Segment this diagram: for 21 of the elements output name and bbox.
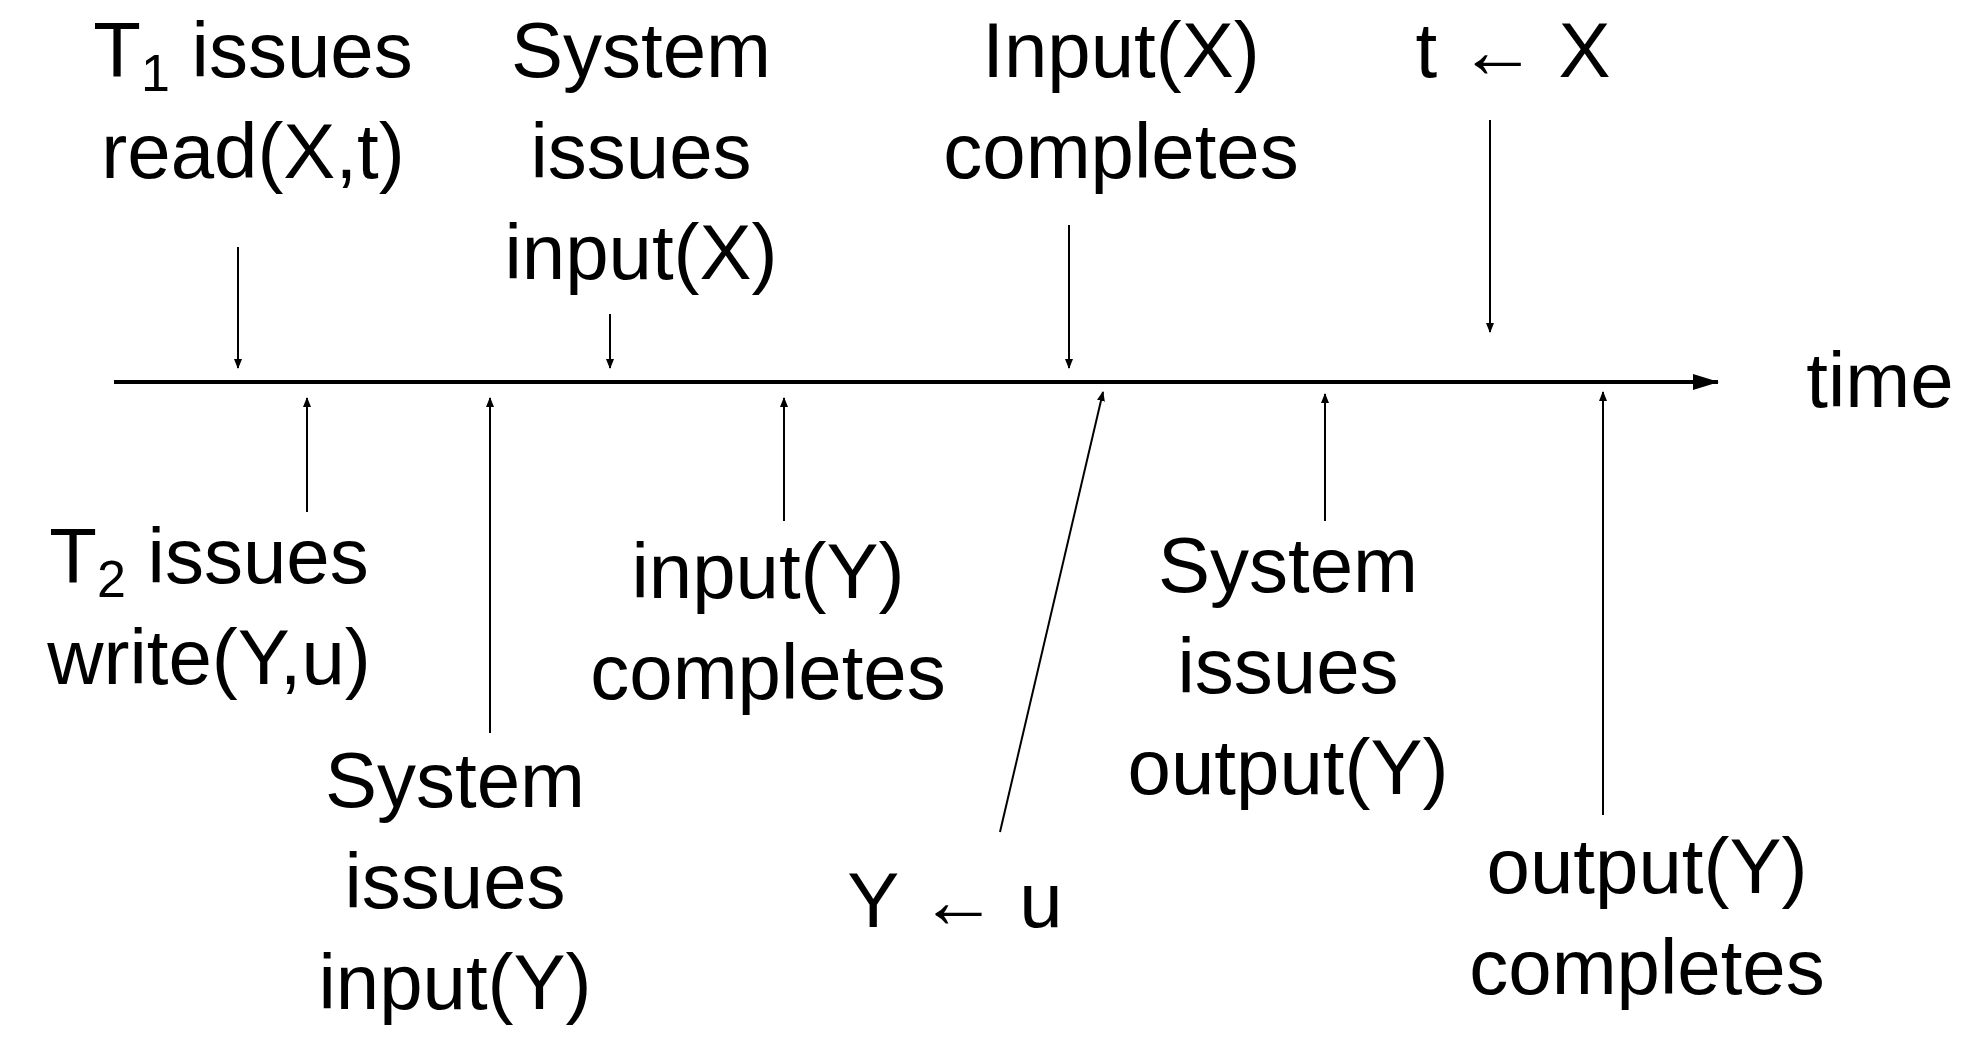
leader-arrow <box>486 397 494 734</box>
event-label: Input(X) completes <box>896 0 1346 202</box>
event-label: input(Y) completes <box>543 521 993 723</box>
leader-arrow <box>1486 119 1494 333</box>
leader-arrow <box>1321 393 1329 522</box>
leader-arrow <box>780 397 788 522</box>
leader-arrow <box>999 391 1105 833</box>
leader-arrow <box>1599 391 1607 816</box>
event-label: System issues input(Y) <box>285 730 625 1033</box>
event-label: t ← X <box>1363 0 1663 101</box>
leader-arrow <box>303 397 311 513</box>
leader-arrow <box>606 313 614 369</box>
event-label: Y ← u <box>805 850 1105 951</box>
event-label: T$_{1}$ issues read(X,t) <box>53 0 453 202</box>
event-label: System issues input(X) <box>471 0 811 303</box>
axis-label: time <box>1805 335 1955 426</box>
event-label: T$_{2}$ issues write(Y,u) <box>0 506 419 708</box>
leader-arrow <box>1065 224 1073 369</box>
event-label: output(Y) completes <box>1422 816 1872 1018</box>
event-label: System issues output(Y) <box>1078 515 1498 818</box>
leader-arrow <box>234 246 242 369</box>
